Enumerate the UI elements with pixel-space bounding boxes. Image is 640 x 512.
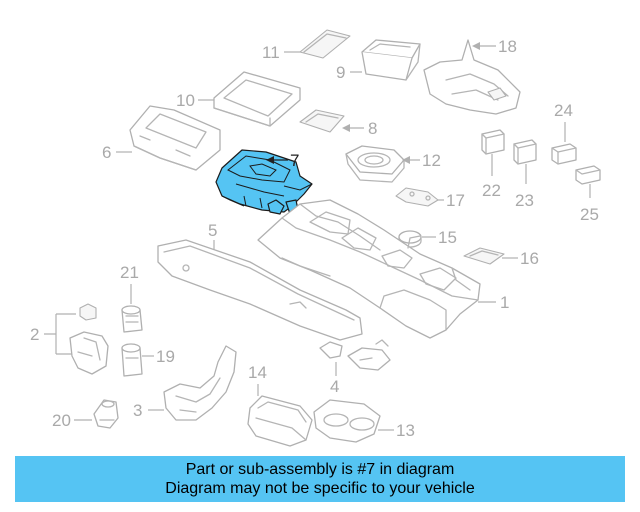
info-banner: Part or sub-assembly is #7 in diagram Di… [15, 456, 625, 502]
part-8-mat[interactable] [299, 109, 345, 133]
callout-3: 3 [133, 401, 164, 420]
part-12-cup-insert[interactable] [345, 145, 405, 183]
part-24-switch[interactable] [551, 143, 577, 165]
callout-12: 12 [402, 151, 441, 170]
svg-text:13: 13 [396, 421, 415, 440]
part-18-bezel[interactable] [423, 39, 521, 115]
svg-text:5: 5 [208, 221, 217, 240]
svg-text:23: 23 [515, 191, 534, 210]
callout-1: 1 [478, 293, 509, 312]
callout-25: 25 [580, 184, 599, 224]
svg-text:2: 2 [30, 325, 39, 344]
svg-text:7: 7 [290, 151, 299, 170]
svg-text:8: 8 [368, 119, 377, 138]
callout-19: 19 [142, 347, 175, 366]
callout-11: 11 [262, 43, 300, 62]
svg-text:21: 21 [120, 263, 139, 282]
callout-8: 8 [342, 119, 377, 138]
svg-text:3: 3 [133, 401, 142, 420]
svg-text:22: 22 [482, 181, 501, 200]
part-14-bin[interactable] [247, 395, 313, 447]
part-23-switch[interactable] [513, 139, 537, 165]
part-9-tray[interactable] [361, 39, 421, 81]
parts-diagram: 1 2 3 4 5 6 7 8 9 10 11 [30, 29, 601, 447]
callout-10: 10 [176, 91, 214, 110]
svg-text:9: 9 [336, 63, 345, 82]
callout-4: 4 [330, 362, 339, 396]
svg-text:6: 6 [102, 143, 111, 162]
callout-20: 20 [52, 411, 92, 430]
part-20-connector[interactable] [93, 399, 119, 429]
callout-24: 24 [554, 101, 573, 142]
part-13-cup-holder[interactable] [313, 399, 381, 443]
part-1-console-body[interactable] [257, 199, 481, 339]
svg-text:24: 24 [554, 101, 573, 120]
callout-14: 14 [248, 363, 267, 396]
part-19-socket[interactable] [121, 343, 143, 377]
callout-16: 16 [502, 249, 539, 268]
svg-text:15: 15 [438, 228, 457, 247]
svg-text:25: 25 [580, 205, 599, 224]
part-17-bracket[interactable] [395, 187, 439, 207]
part-16-plate[interactable] [463, 247, 505, 265]
svg-text:19: 19 [156, 347, 175, 366]
banner-line-1: Part or sub-assembly is #7 in diagram [185, 461, 455, 478]
svg-text:16: 16 [520, 249, 539, 268]
svg-text:18: 18 [498, 37, 517, 56]
part-21-socket[interactable] [121, 305, 143, 333]
svg-text:11: 11 [262, 43, 280, 62]
callout-5: 5 [208, 221, 217, 250]
callout-2: 2 [30, 313, 76, 355]
banner-line-2: Diagram may not be specific to your vehi… [165, 480, 475, 497]
callout-13: 13 [378, 421, 415, 440]
part-3-bracket[interactable] [163, 345, 237, 421]
callout-17: 17 [438, 191, 465, 210]
callout-9: 9 [336, 63, 362, 82]
callout-6: 6 [102, 143, 132, 162]
part-11-pad[interactable] [299, 29, 351, 59]
callout-15: 15 [422, 228, 457, 247]
callout-21: 21 [120, 263, 139, 304]
svg-text:20: 20 [52, 411, 71, 430]
part-10-trim-panel[interactable] [213, 71, 301, 127]
svg-text:12: 12 [422, 151, 441, 170]
callout-7[interactable]: 7 [266, 151, 299, 170]
svg-text:10: 10 [176, 91, 195, 110]
callout-23: 23 [515, 164, 534, 210]
part-22-switch[interactable] [481, 129, 505, 155]
part-4-bracket[interactable] [319, 339, 391, 371]
part-6-bezel-frame[interactable] [129, 105, 221, 171]
svg-text:14: 14 [248, 363, 267, 382]
callout-22: 22 [482, 154, 501, 200]
svg-text:4: 4 [330, 377, 339, 396]
part-2-bracket[interactable] [69, 303, 109, 375]
part-25-switch[interactable] [575, 165, 601, 185]
svg-text:1: 1 [500, 293, 509, 312]
svg-text:17: 17 [446, 191, 465, 210]
part-5-side-panel[interactable] [157, 239, 363, 341]
callout-18: 18 [472, 37, 517, 56]
